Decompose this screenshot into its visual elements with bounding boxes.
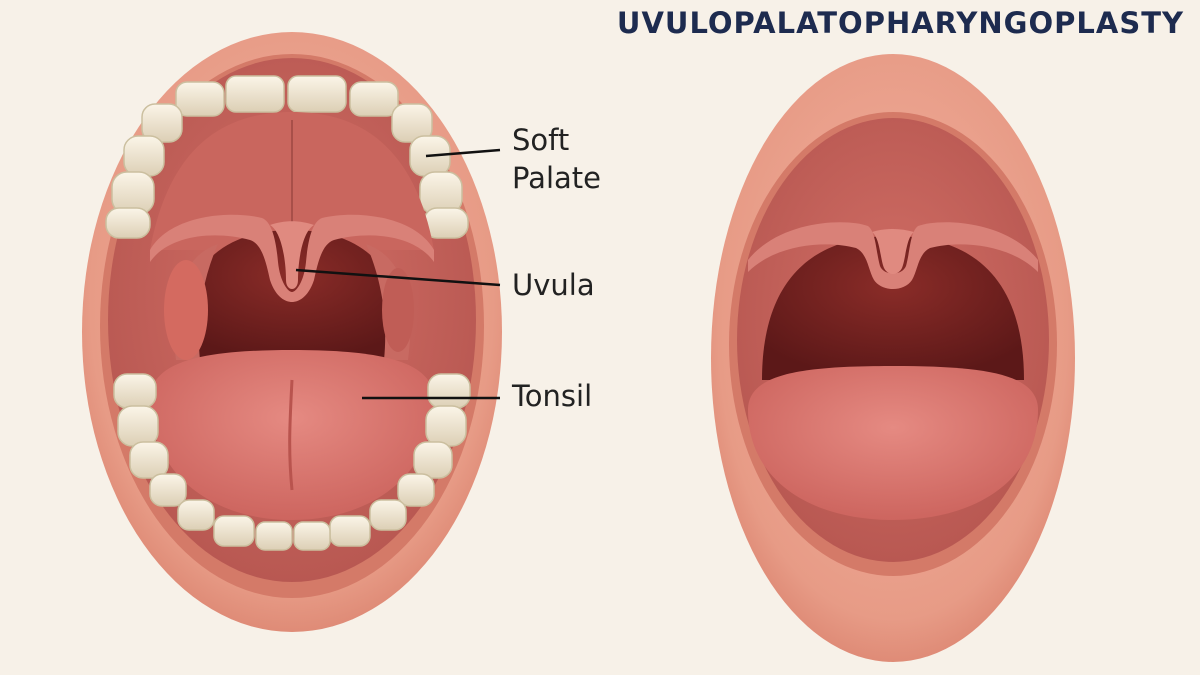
lower-teeth — [113, 373, 471, 551]
tongue-groove — [288, 379, 294, 491]
soft-palate — [748, 222, 1038, 289]
label-soft-palate-line1: Soft — [512, 123, 569, 157]
upper-teeth — [105, 75, 469, 239]
leader-lines — [295, 148, 501, 400]
label-uvula: Uvula — [512, 268, 595, 302]
throat-opening — [762, 236, 1024, 380]
mouth-before — [82, 32, 502, 632]
mouth-after — [711, 54, 1075, 662]
tongue — [748, 366, 1038, 520]
tongue — [150, 350, 434, 520]
label-tonsil: Tonsil — [511, 379, 592, 413]
right-tonsil — [382, 268, 414, 352]
soft-palate-leader — [425, 148, 501, 158]
uvula — [872, 229, 914, 274]
label-soft-palate-line2: Palate — [512, 161, 601, 195]
uvula-leader — [295, 268, 501, 287]
diagram-title: UVULOPALATOPHARYNGOPLASTY — [616, 6, 1184, 40]
uvula — [270, 221, 314, 289]
left-tonsil — [164, 260, 208, 360]
